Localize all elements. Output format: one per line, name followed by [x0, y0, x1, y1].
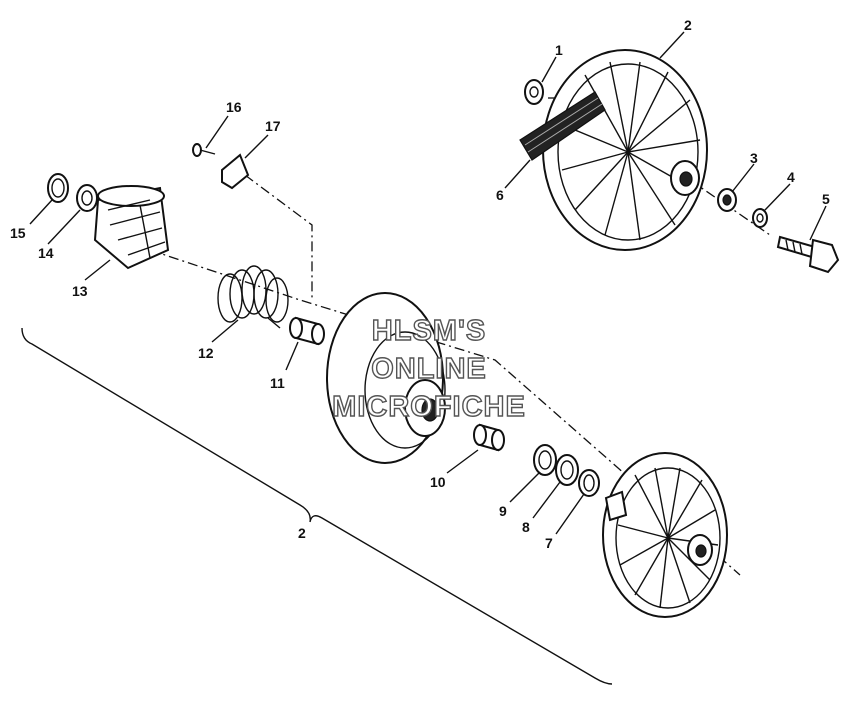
- callout-labels: 1 2 3 4 5 6 7 8 9 10 11 12 13 14 15 16 1…: [10, 17, 830, 551]
- callout-3: 3: [750, 150, 758, 166]
- leader-lines: [29, 31, 827, 535]
- washer-4: [752, 208, 768, 228]
- callout-2-assembly: 2: [298, 525, 306, 541]
- spring-12: [217, 265, 289, 329]
- bushing-11: [289, 316, 325, 346]
- center-sheave: [326, 292, 446, 464]
- watermark: HLSM'S ONLINE MICROFICHE: [331, 314, 526, 423]
- ring-14: [76, 184, 98, 212]
- watermark-line-3: MICROFICHE: [332, 391, 526, 423]
- upper-sheave-assembly: [542, 49, 708, 251]
- callout-2: 2: [684, 17, 692, 33]
- callout-12: 12: [198, 345, 214, 361]
- washer-9: [533, 444, 557, 476]
- watermark-line-1: HLSM'S: [372, 315, 486, 347]
- washer-1: [524, 79, 544, 105]
- lower-sheave-assembly: [602, 452, 728, 618]
- cam-13: [93, 185, 170, 270]
- callout-1: 1: [555, 42, 563, 58]
- callout-9: 9: [499, 503, 507, 519]
- callout-14: 14: [38, 245, 54, 261]
- belt-strip: [519, 91, 606, 161]
- callout-8: 8: [522, 519, 530, 535]
- callout-7: 7: [545, 535, 553, 551]
- callout-10: 10: [430, 474, 446, 490]
- washer-8: [555, 454, 579, 486]
- callout-16: 16: [226, 99, 242, 115]
- slider-17: [221, 153, 250, 190]
- watermark-line-2: ONLINE: [371, 353, 487, 385]
- callout-17: 17: [265, 118, 281, 134]
- bolt-5: [776, 235, 840, 274]
- snap-ring-15: [47, 173, 69, 203]
- callout-5: 5: [822, 191, 830, 207]
- pin-16: [192, 143, 216, 157]
- callout-15: 15: [10, 225, 26, 241]
- callout-4: 4: [787, 169, 795, 185]
- bushing-10: [473, 423, 505, 452]
- washer-7: [578, 469, 600, 497]
- assembly-bracket: [21, 327, 613, 685]
- callout-6: 6: [496, 187, 504, 203]
- callout-13: 13: [72, 283, 88, 299]
- washer-3: [717, 188, 737, 212]
- callout-11: 11: [270, 375, 285, 391]
